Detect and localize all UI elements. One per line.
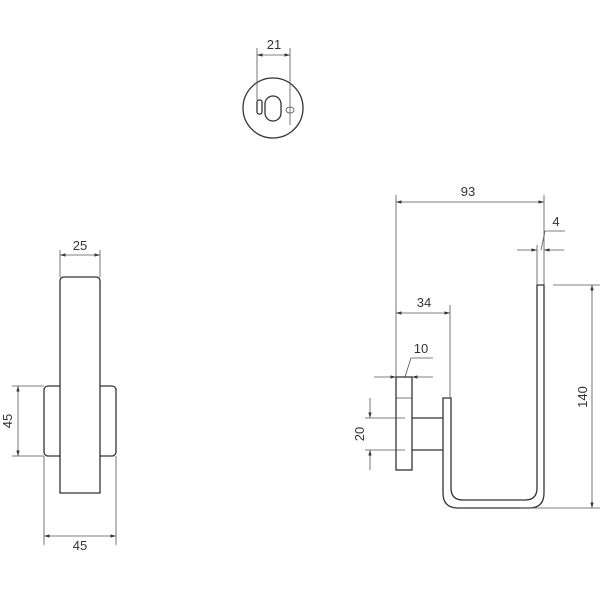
dim-label-21: 21 bbox=[267, 37, 281, 52]
dim-label-10: 10 bbox=[414, 341, 428, 356]
dim-label-93: 93 bbox=[461, 184, 475, 199]
dim-label-4: 4 bbox=[552, 214, 559, 229]
rosette-outline bbox=[242, 77, 304, 139]
top-view: 21 bbox=[242, 37, 304, 139]
slot-hole bbox=[256, 99, 263, 115]
dim-label-20: 20 bbox=[352, 427, 367, 441]
dim-label-34: 34 bbox=[417, 295, 431, 310]
wall-plate bbox=[395, 376, 413, 471]
front-view: 25 45 45 bbox=[0, 238, 117, 553]
dim-label-45-horizontal: 45 bbox=[73, 538, 87, 553]
dim-label-25: 25 bbox=[73, 238, 87, 253]
side-view: 93 4 34 10 20 140 bbox=[352, 184, 600, 509]
hook-bar bbox=[59, 276, 101, 494]
hook-profile bbox=[442, 284, 545, 509]
dim-label-140: 140 bbox=[575, 386, 590, 408]
oval-hole bbox=[264, 95, 282, 122]
dim-label-45-vertical: 45 bbox=[0, 414, 15, 428]
